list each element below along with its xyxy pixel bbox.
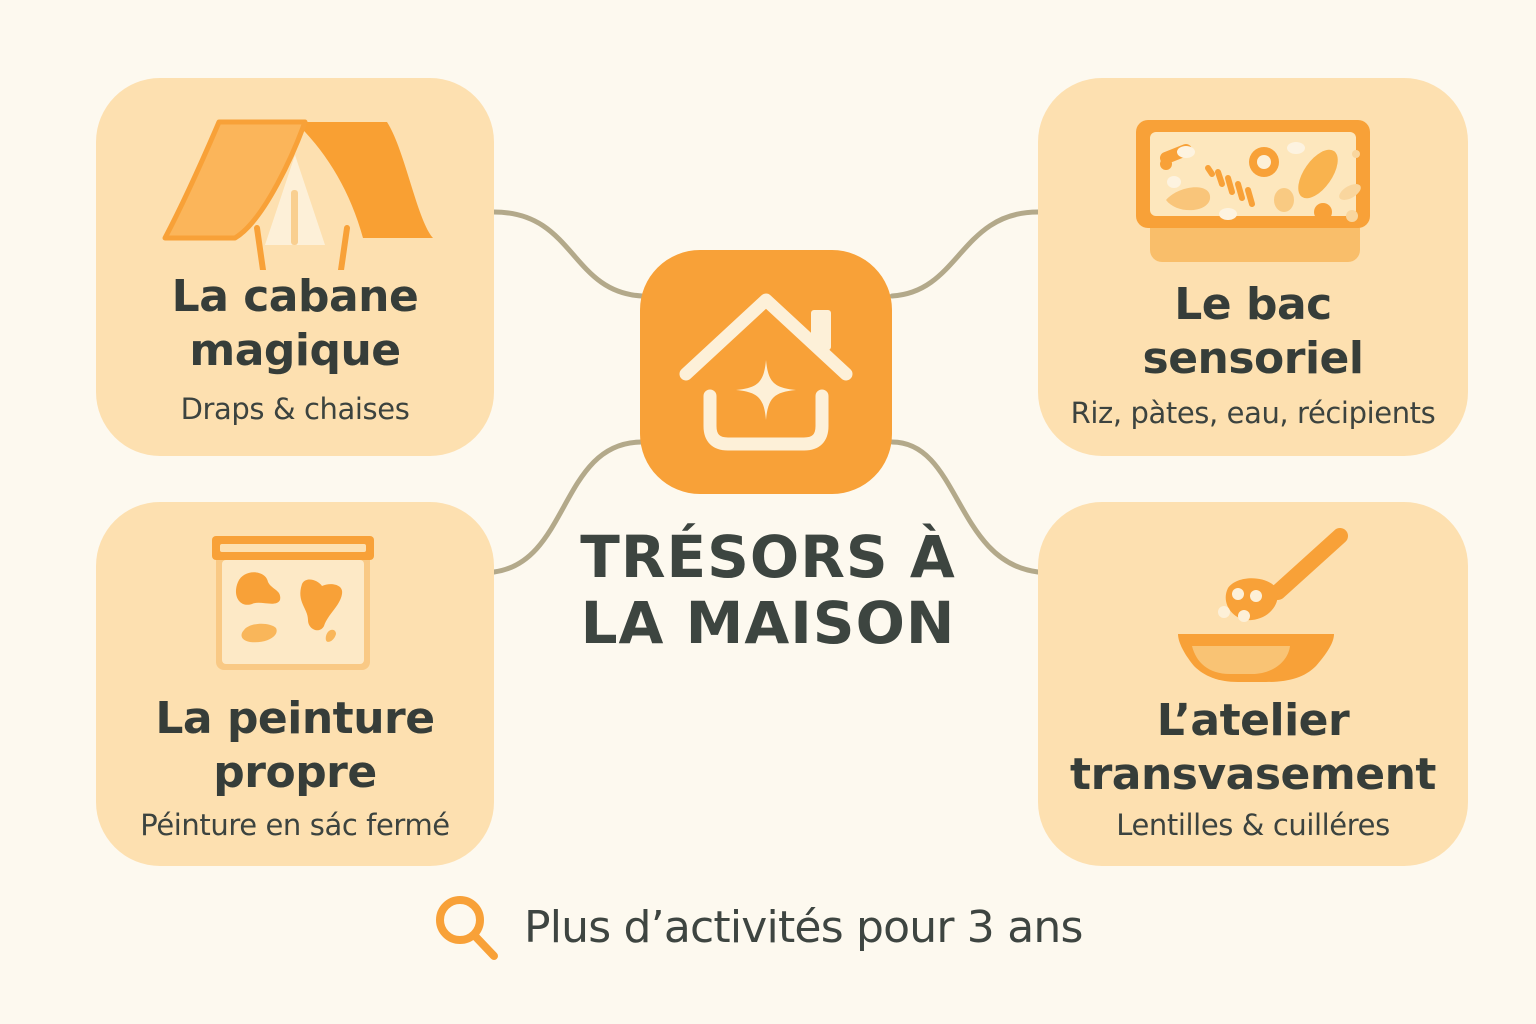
sensory-bin-icon: [1136, 120, 1370, 262]
connector-top-left: [491, 209, 645, 299]
card-title-line1: L’atelier: [1156, 695, 1350, 746]
more-activities-link[interactable]: Plus d’activités pour 3 ans: [430, 892, 1083, 962]
spoon-bowl-icon: [1178, 528, 1348, 682]
card-title-line2: magique: [189, 325, 401, 376]
card-title-line1: La peinture: [155, 693, 435, 744]
card-title-line2: propre: [213, 747, 377, 798]
card-title-line2: transvasement: [1070, 749, 1436, 800]
card-title: L’atelier transvasement: [1038, 694, 1468, 802]
card-title: La cabane magique: [96, 270, 494, 378]
card-subtitle: Riz, pàtes, eau, récipients: [1070, 396, 1436, 430]
card-title-line1: Le bac: [1174, 279, 1332, 330]
card-title-line1: La cabane: [171, 271, 419, 322]
card-subtitle: Lentilles & cuilléres: [1116, 808, 1390, 842]
page-title: TRÉSORS À LA MAISON: [560, 524, 976, 656]
card-title: Le bac sensoriel: [1038, 278, 1468, 386]
page-title-line1: TRÉSORS À: [580, 523, 956, 591]
activity-card-bac-sensoriel[interactable]: Le bac sensoriel Riz, pàtes, eau, récipi…: [1038, 78, 1468, 456]
house-sparkle-icon: [679, 293, 853, 451]
more-activities-label: Plus d’activités pour 3 ans: [524, 901, 1083, 953]
activity-card-peinture[interactable]: La peinture propre Péinture en sác fermé: [96, 502, 494, 866]
page-title-line2: LA MAISON: [580, 589, 956, 657]
card-subtitle: Péinture en sác fermé: [140, 808, 450, 842]
center-hub: [640, 250, 892, 494]
connector-top-right: [889, 209, 1041, 299]
card-subtitle: Draps & chaises: [180, 392, 410, 426]
activity-card-cabane[interactable]: La cabane magique Draps & chaises: [96, 78, 494, 456]
card-title: La peinture propre: [96, 692, 494, 800]
search-icon: [436, 896, 498, 960]
activity-card-transvasement[interactable]: L’atelier transvasement Lentilles & cuil…: [1038, 502, 1468, 866]
card-title-line2: sensoriel: [1142, 333, 1364, 384]
sealed-paint-bag-icon: [212, 536, 374, 670]
tent-icon: [162, 119, 433, 270]
